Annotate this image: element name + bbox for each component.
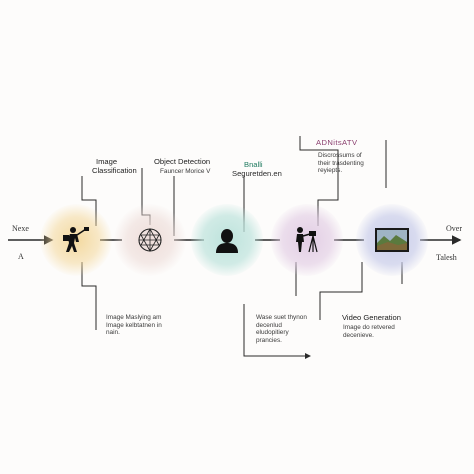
stage-node-1 [40,204,112,276]
stage5-title: ADNitsATV [316,138,358,147]
stage4-note-line4: prancies. [256,336,282,344]
stage5-subtitle-line3: reyiepts. [318,167,343,175]
stage1-title-line2: Classification [92,166,137,175]
stage2-subtitle: Fauncer Morice V [160,168,211,175]
stage1-note-line2: Image kelbtatnen in [106,321,162,329]
stage-node-1-core [53,217,99,263]
stage3-title-line2: Seguretden.en [232,169,282,178]
stage4-note-line2: decenlud [256,321,282,329]
connector-stage4-up [299,136,339,226]
connector-stage4-return [243,304,311,359]
stage-node-5 [356,204,428,276]
stage-node-2 [114,204,186,276]
stage1-note: Image Maslying am Image kelbtatnen in na… [106,314,162,337]
stage1-title-line1: Image [96,157,118,166]
stage3-title: Bnalli Seguretden.en [232,160,282,178]
side-label-right-bottom: Talesh [436,253,457,262]
stage2-title: Object Detection [154,157,211,166]
stage-node-5-core [369,217,415,263]
stage5-note-line1: Image do retvered [343,324,395,331]
stage5-note-title: Video Generation [342,313,401,322]
stage-node-3 [191,204,263,276]
side-label-left-bottom: A [18,252,24,261]
person-with-tripod-icon [296,227,318,253]
landscape-screen-icon [375,228,409,252]
stage5-subtitle: Discrossums of their trasdenting reyiept… [318,152,364,175]
stage3-title-line1: Bnalli [244,160,263,169]
stage5-note-line2: decenieve. [343,331,374,339]
stage5-note: Image do retvered decenieve. [343,324,395,339]
stage-node-4-core [284,217,330,263]
stage5-subtitle-line2: their trasdenting [318,159,364,167]
stage4-note-line1: Wase suet thynon [256,314,307,321]
stage-node-2-core [127,217,173,263]
stage-node-4 [271,204,343,276]
stage4-note-line3: eludopitiery [256,329,289,337]
stage5-subtitle-line1: Discrossums of [318,152,362,159]
side-label-left-top: Nexe [12,224,29,233]
stage1-title: Image Classification [92,157,137,175]
network-mesh-icon [138,228,162,252]
connector-stage5-down [319,262,363,320]
stage1-note-line3: nain. [106,329,120,337]
person-bust-icon [216,229,238,253]
stage1-note-line1: Image Maslying am [106,314,162,321]
side-label-right-top: Over [446,224,462,233]
person-with-camera-icon [63,227,89,252]
stage4-note: Wase suet thynon decenlud eludopitiery p… [256,314,307,344]
stage-node-3-core [204,217,250,263]
